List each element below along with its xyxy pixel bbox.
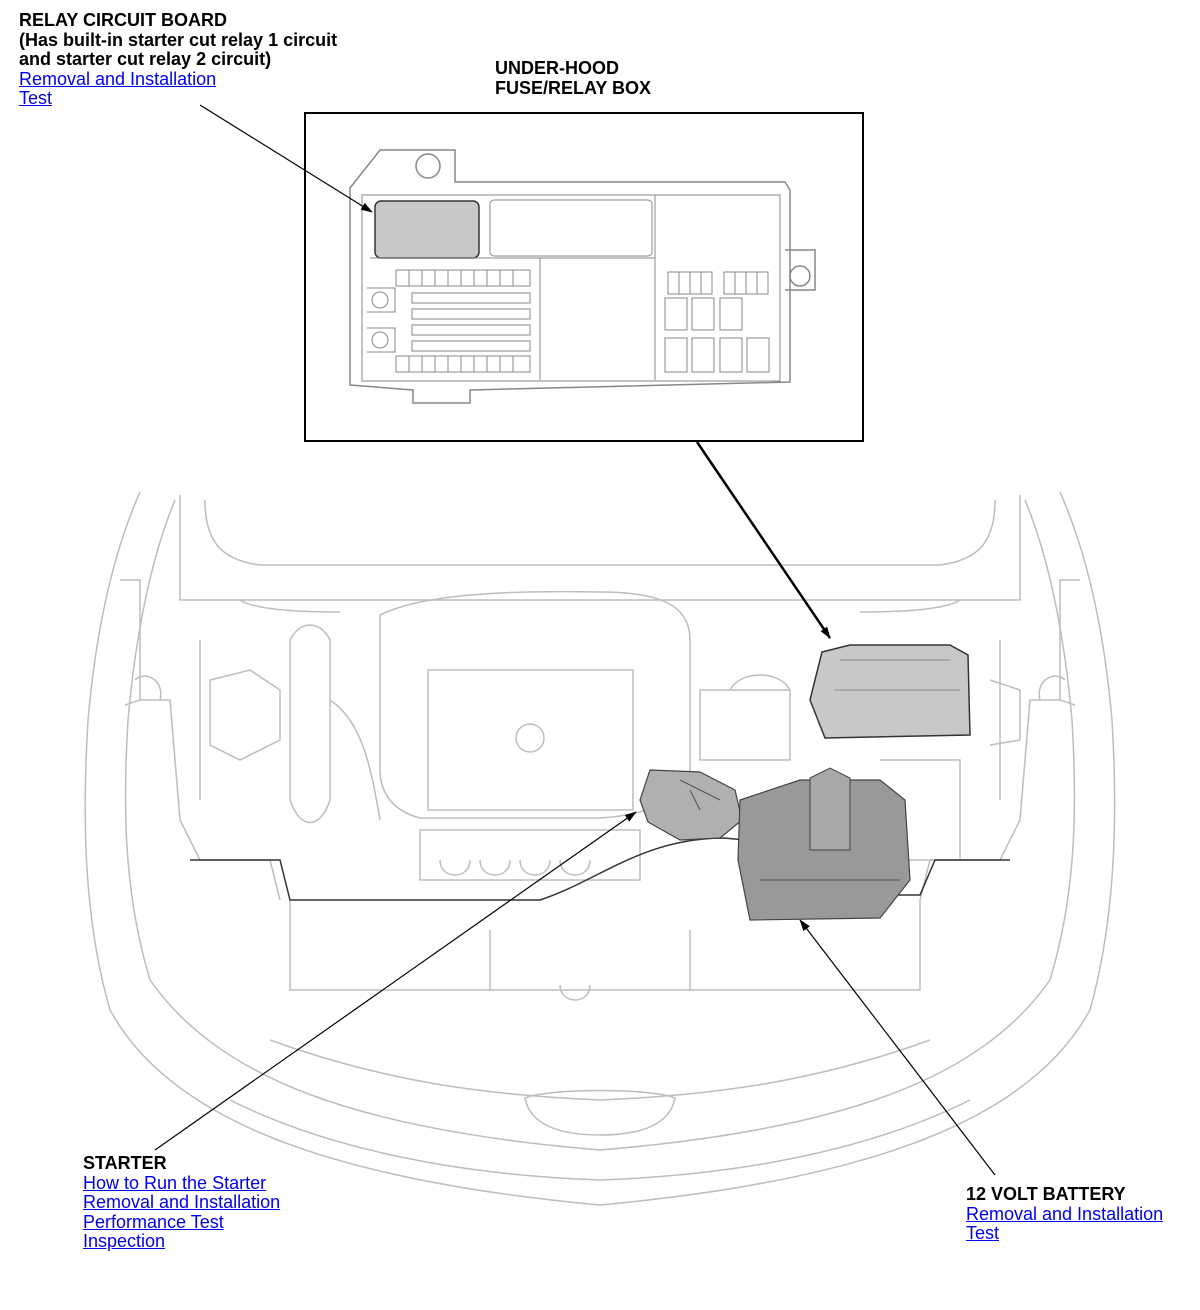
battery-leader-line bbox=[799, 919, 996, 1176]
starter-removal-installation-link[interactable]: Removal and Installation bbox=[83, 1192, 281, 1212]
starter-leader-line bbox=[154, 811, 637, 1151]
battery-title: 12 VOLT BATTERY bbox=[966, 1184, 1126, 1204]
starter-how-to-run-link[interactable]: How to Run the Starter bbox=[83, 1172, 267, 1193]
relay-circuit-board-shape bbox=[374, 200, 480, 259]
battery-in-car bbox=[737, 767, 911, 921]
fusebox-leader-line bbox=[695, 441, 832, 639]
starter-performance-test-link[interactable]: Performance Test bbox=[83, 1211, 224, 1232]
car-outline bbox=[84, 491, 1116, 1206]
relay-leader-line bbox=[199, 104, 373, 213]
starter-inspection-link[interactable]: Inspection bbox=[83, 1231, 166, 1251]
fuse-relay-box-title-2: FUSE/RELAY BOX bbox=[495, 77, 652, 98]
relay-circuit-board-subtitle-2: and starter cut relay 2 circuit) bbox=[19, 49, 272, 69]
relay-circuit-board-title: RELAY CIRCUIT BOARD bbox=[19, 10, 228, 30]
relay-circuit-board-callout: RELAY CIRCUIT BOARD (Has built-in starte… bbox=[19, 10, 338, 109]
battery-callout: 12 VOLT BATTERY Removal and Installation… bbox=[966, 1184, 1164, 1244]
relay-removal-installation-link[interactable]: Removal and Installation bbox=[19, 68, 217, 89]
starter-title: STARTER bbox=[83, 1153, 167, 1173]
starter-callout: STARTER How to Run the Starter Removal a… bbox=[83, 1153, 281, 1252]
fuse-relay-box-inset bbox=[304, 112, 864, 442]
fuse-relay-box-callout: UNDER-HOOD FUSE/RELAY BOX bbox=[495, 58, 652, 98]
starter-in-car bbox=[639, 769, 743, 841]
battery-test-link[interactable]: Test bbox=[966, 1223, 1000, 1243]
fuse-relay-box-in-car bbox=[809, 644, 971, 739]
fuse-relay-box-title-1: UNDER-HOOD bbox=[495, 58, 619, 78]
relay-circuit-board-subtitle-1: (Has built-in starter cut relay 1 circui… bbox=[19, 29, 338, 50]
battery-removal-installation-link[interactable]: Removal and Installation bbox=[966, 1203, 1164, 1224]
relay-test-link[interactable]: Test bbox=[19, 88, 53, 108]
